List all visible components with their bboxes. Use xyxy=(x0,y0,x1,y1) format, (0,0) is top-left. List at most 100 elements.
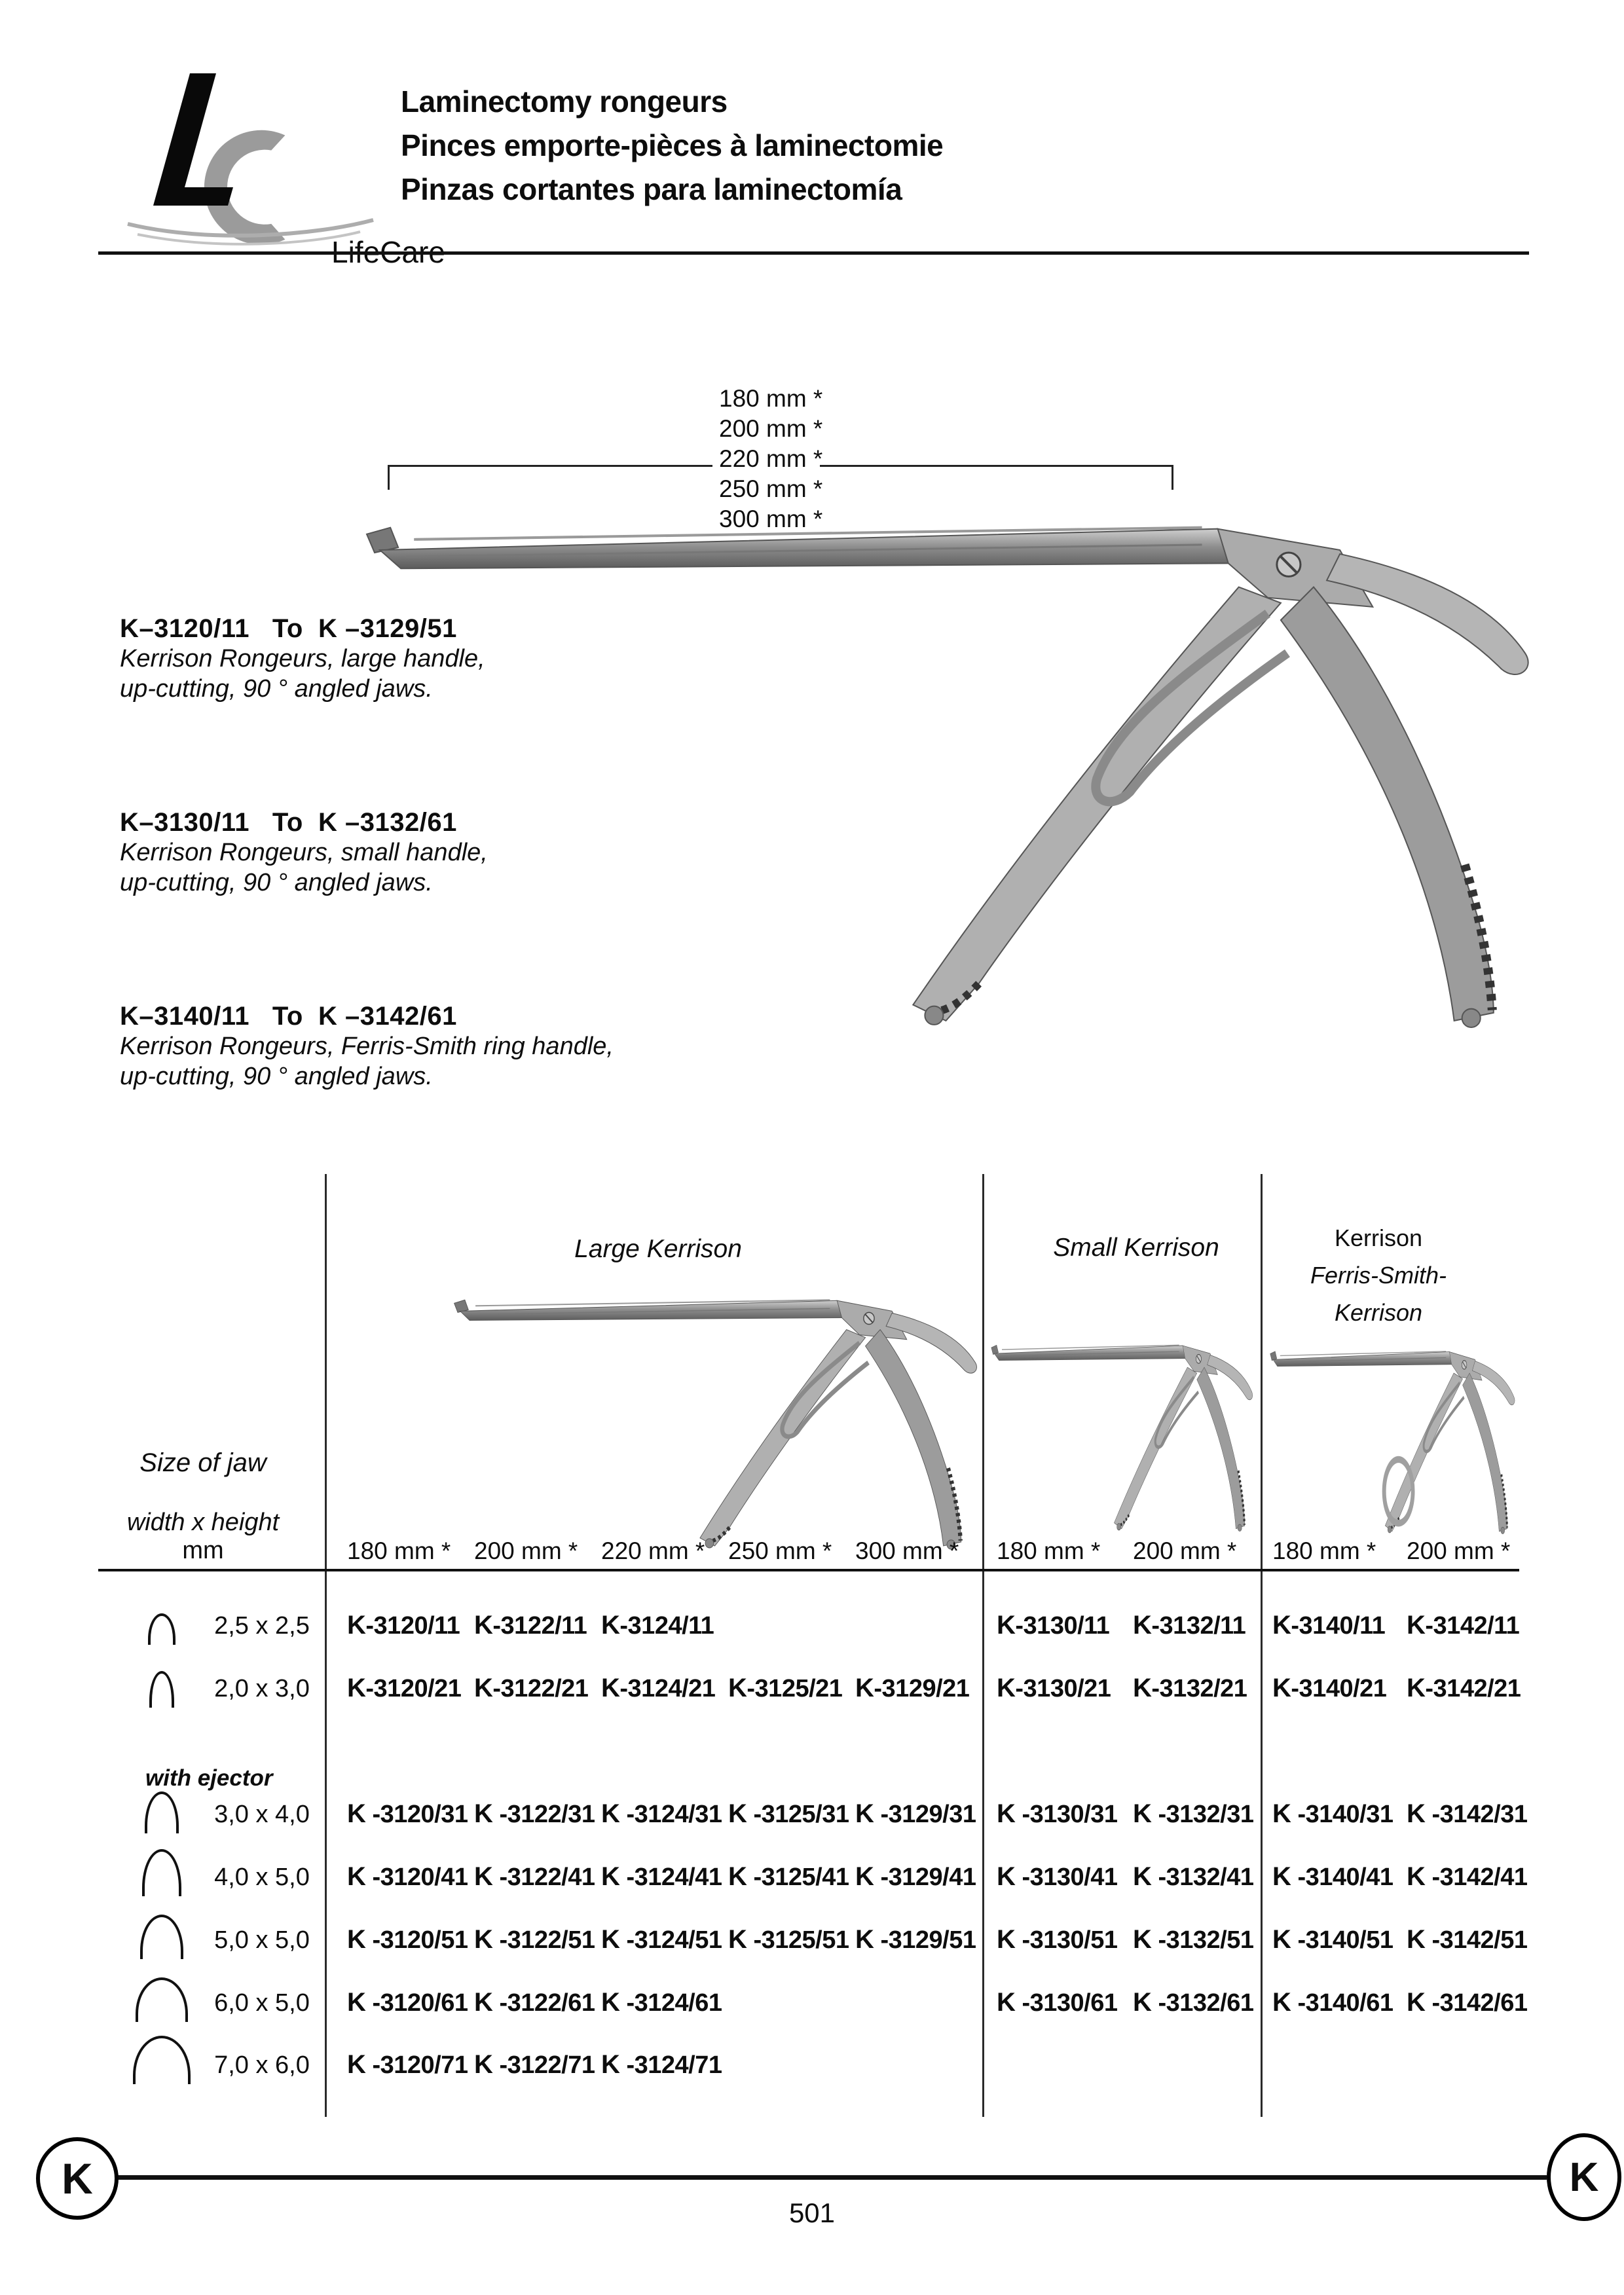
section-letter: K xyxy=(62,2154,93,2203)
catalog-number-cell: K-3132/21 xyxy=(1133,1674,1247,1702)
catalog-number-cell: K -3130/41 xyxy=(997,1862,1118,1891)
section-badge-right: K xyxy=(1547,2133,1621,2221)
catalog-number-cell: K -3140/31 xyxy=(1272,1799,1393,1828)
product-description: up-cutting, 90 ° angled jaws. xyxy=(120,869,433,896)
table-divider xyxy=(325,1174,327,2117)
catalog-number-cell: K -3122/41 xyxy=(474,1862,595,1891)
instrument-photo-large-kerrison xyxy=(452,1277,984,1551)
jaw-profile-icon xyxy=(133,2036,191,2084)
page-title: Laminectomy rongeurs Pinces emporte-pièc… xyxy=(401,80,944,211)
catalog-number-cell: K -3140/41 xyxy=(1272,1862,1393,1891)
instrument-photo-small-kerrison xyxy=(990,1328,1256,1532)
catalog-number-cell: K-3120/21 xyxy=(347,1674,462,1702)
group-title-ferris-smith: Kerrison Ferris-Smith- Kerrison xyxy=(1277,1219,1480,1331)
catalog-number-cell: K-3120/11 xyxy=(347,1611,460,1640)
jaw-size-header: width x height mm xyxy=(101,1509,304,1565)
lifecare-logo-mark xyxy=(127,73,374,246)
length-label: 180 mm * xyxy=(719,384,827,414)
product-code-range: K–3140/11 To K –3142/61 xyxy=(120,1002,457,1031)
table-divider xyxy=(982,1174,984,2117)
page-number: 501 xyxy=(788,2197,836,2228)
jaw-profile-icon xyxy=(140,1915,183,1959)
catalog-number-cell: K -3140/51 xyxy=(1272,1925,1393,1954)
catalog-number-cell: K -3124/71 xyxy=(601,2050,722,2079)
catalog-number-cell: K-3124/11 xyxy=(601,1611,714,1640)
catalog-number-cell: K -3130/31 xyxy=(997,1799,1118,1828)
catalog-number-cell: K -3130/61 xyxy=(997,1988,1118,2017)
catalog-number-cell: K-3124/21 xyxy=(601,1674,716,1702)
jaw-size-label: 5,0 x 5,0 xyxy=(214,1926,310,1954)
group-title-line: Kerrison xyxy=(1334,1224,1423,1251)
instrument-photo-main xyxy=(361,481,1543,1030)
catalog-number-cell: K-3130/11 xyxy=(997,1611,1110,1640)
catalog-number-cell: K -3129/51 xyxy=(855,1925,976,1954)
jaw-size-label: 2,5 x 2,5 xyxy=(214,1612,310,1640)
title-fr: Pinces emporte-pièces à laminectomie xyxy=(401,128,944,162)
column-header: 200 mm * xyxy=(1407,1537,1511,1564)
catalog-number-cell: K-3142/21 xyxy=(1407,1674,1521,1702)
table-divider xyxy=(1261,1174,1263,2117)
lifecare-logo: LifeCare xyxy=(98,59,445,269)
table-header-rule xyxy=(98,1569,1519,1571)
jaw-profile-icon xyxy=(145,1791,179,1833)
catalog-number-cell: K -3122/51 xyxy=(474,1925,595,1954)
column-header: 180 mm * xyxy=(997,1537,1101,1564)
product-description: up-cutting, 90 ° angled jaws. xyxy=(120,675,433,703)
catalog-number-cell: K -3125/41 xyxy=(728,1862,849,1891)
catalog-number-cell: K-3122/11 xyxy=(474,1611,587,1640)
logo-l-glyph xyxy=(153,73,233,206)
dimension-tick xyxy=(388,465,390,490)
catalog-number-cell: K -3129/31 xyxy=(855,1799,976,1828)
section-badge-left: K xyxy=(36,2137,119,2220)
catalog-number-cell: K-3129/21 xyxy=(855,1674,970,1702)
catalog-number-cell: K -3120/61 xyxy=(347,1988,468,2017)
catalog-number-cell: K -3120/31 xyxy=(347,1799,468,1828)
product-description: Kerrison Rongeurs, small handle, xyxy=(120,839,488,866)
jaw-size-label: 3,0 x 4,0 xyxy=(214,1801,310,1828)
instrument-photo-ferris-smith xyxy=(1269,1334,1518,1535)
catalog-number-cell: K -3124/51 xyxy=(601,1925,722,1954)
jaw-header-line: width x height xyxy=(126,1509,280,1536)
with-ejector-label: with ejector xyxy=(145,1765,273,1791)
dimension-tick xyxy=(1172,465,1173,490)
catalog-number-cell: K-3142/11 xyxy=(1407,1611,1520,1640)
header-rule xyxy=(98,251,1529,255)
title-es: Pinzas cortantes para laminectomía xyxy=(401,172,902,206)
product-entry: K–3140/11 To K –3142/61 Kerrison Rongeur… xyxy=(120,1002,614,1092)
column-header: 200 mm * xyxy=(1133,1537,1237,1564)
product-code-range: K–3120/11 To K –3129/51 xyxy=(120,614,457,643)
catalog-number-cell: K -3142/51 xyxy=(1407,1925,1528,1954)
product-code-range: K–3130/11 To K –3132/61 xyxy=(120,808,457,837)
catalog-number-cell: K-3140/11 xyxy=(1272,1611,1386,1640)
catalog-number-cell: K-3132/11 xyxy=(1133,1611,1246,1640)
jaw-header-line: Size of jaw xyxy=(139,1448,267,1477)
jaw-size-label: 4,0 x 5,0 xyxy=(214,1864,310,1891)
logo-swoosh xyxy=(137,230,361,246)
length-label: 250 mm * xyxy=(719,474,827,504)
logo-c-glyph xyxy=(204,130,286,245)
logo-swoosh xyxy=(127,218,374,238)
length-label: 200 mm * xyxy=(719,414,827,444)
product-description: Kerrison Rongeurs, large handle, xyxy=(120,645,485,672)
product-entry: K–3130/11 To K –3132/61 Kerrison Rongeur… xyxy=(120,808,488,898)
column-header: 180 mm * xyxy=(1272,1537,1376,1564)
group-title-line: Ferris-Smith- xyxy=(1310,1262,1447,1289)
jaw-profile-icon xyxy=(149,1671,174,1708)
column-header: 220 mm * xyxy=(601,1537,705,1564)
jaw-size-label: 2,0 x 3,0 xyxy=(214,1675,310,1702)
catalog-number-cell: K -3122/71 xyxy=(474,2050,595,2079)
catalog-number-cell: K -3120/71 xyxy=(347,2050,468,2079)
dimension-line xyxy=(388,465,712,467)
column-header: 250 mm * xyxy=(728,1537,832,1564)
jaw-size-label: 7,0 x 6,0 xyxy=(214,2051,310,2079)
footer-rule xyxy=(117,2175,1547,2180)
catalog-number-cell: K-3140/21 xyxy=(1272,1674,1387,1702)
catalog-number-cell: K -3129/41 xyxy=(855,1862,976,1891)
jaw-profile-icon xyxy=(148,1613,175,1645)
title-en: Laminectomy rongeurs xyxy=(401,84,728,119)
column-header: 180 mm * xyxy=(347,1537,451,1564)
jaw-size-header: Size of jaw xyxy=(101,1448,304,1478)
group-title-large-kerrison: Large Kerrison xyxy=(574,1235,742,1263)
column-header: 200 mm * xyxy=(474,1537,578,1564)
